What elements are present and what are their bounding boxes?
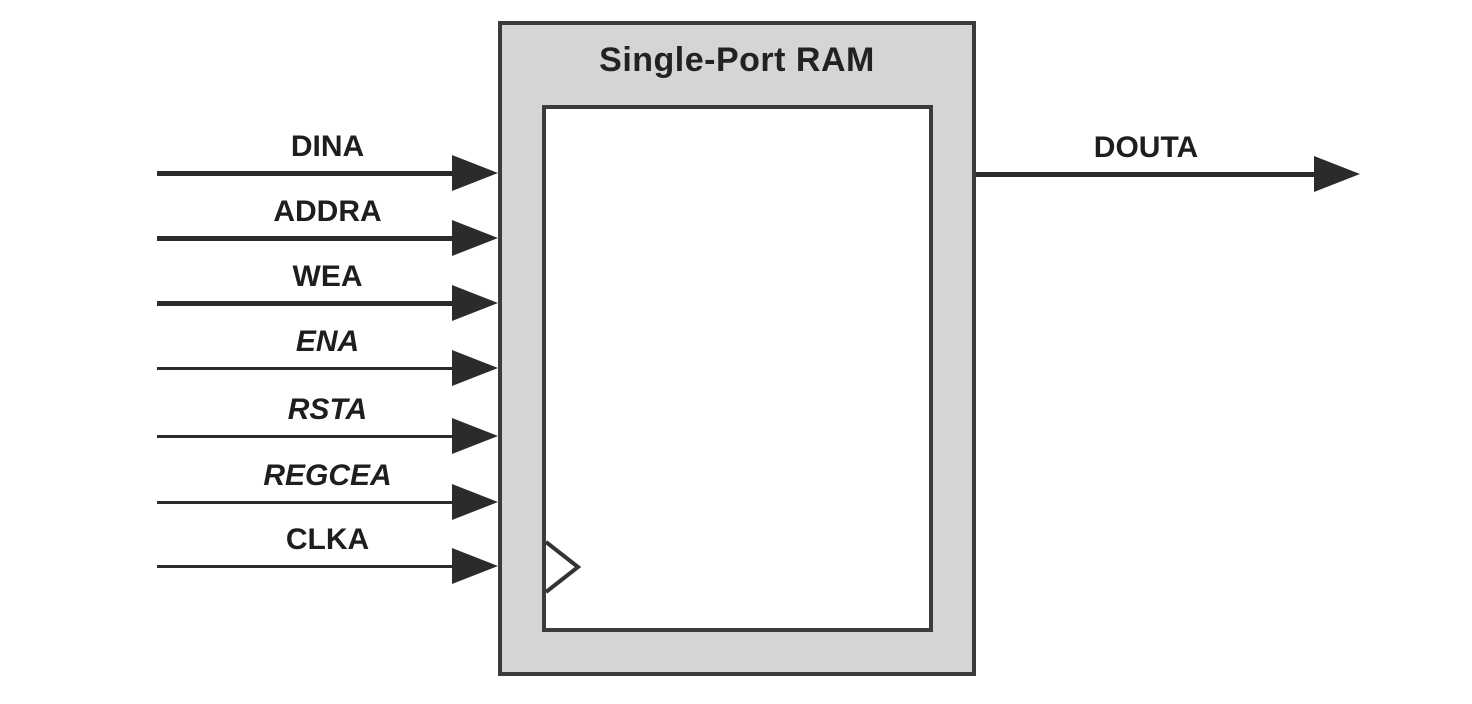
arrowhead-icon <box>1314 156 1360 192</box>
signal-line <box>157 236 457 241</box>
input-signal-addra: ADDRA <box>157 194 498 258</box>
input-signal-regcea: REGCEA <box>157 458 498 522</box>
input-signal-rsta: RSTA <box>157 392 498 456</box>
clock-edge-triangle-icon <box>545 540 582 594</box>
signal-label-addra: ADDRA <box>273 195 382 228</box>
ram-memory-core-box <box>542 105 933 632</box>
signal-line <box>157 367 457 370</box>
arrowhead-icon <box>452 484 498 520</box>
block-title: Single-Port RAM <box>599 41 875 79</box>
signal-label-regcea: REGCEA <box>263 459 392 492</box>
arrowhead-icon <box>452 155 498 191</box>
input-signal-wea: WEA <box>157 259 498 323</box>
arrowhead-icon <box>452 220 498 256</box>
signal-line <box>157 501 457 504</box>
arrowhead-icon <box>452 285 498 321</box>
arrowhead-icon <box>452 548 498 584</box>
signal-label-dina: DINA <box>290 130 365 163</box>
input-signal-clka: CLKA <box>157 522 498 586</box>
signal-label-rsta: RSTA <box>287 393 368 426</box>
input-signal-ena: ENA <box>157 324 498 388</box>
signal-label-wea: WEA <box>292 260 363 293</box>
arrowhead-icon <box>452 350 498 386</box>
input-signal-dina: DINA <box>157 129 498 193</box>
signal-line <box>157 435 457 438</box>
output-signal-douta: DOUTA <box>976 130 1360 194</box>
signal-line <box>976 172 1316 177</box>
signal-label-douta: DOUTA <box>1093 131 1199 164</box>
signal-line <box>157 171 457 176</box>
signal-label-clka: CLKA <box>285 523 370 556</box>
arrowhead-icon <box>452 418 498 454</box>
signal-line <box>157 301 457 306</box>
signal-line <box>157 565 457 568</box>
signal-label-ena: ENA <box>295 325 360 358</box>
